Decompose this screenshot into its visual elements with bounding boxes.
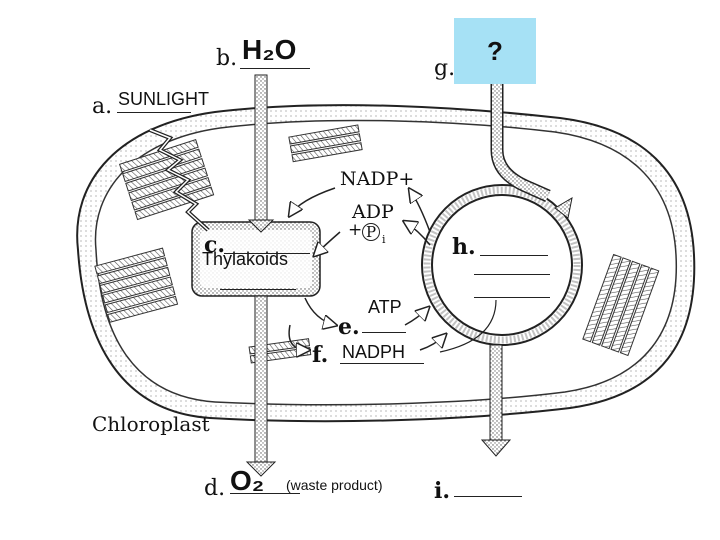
blank-line-c2 (220, 289, 296, 290)
label-b-letter: b. (216, 46, 238, 71)
label-f-value: NADPH (342, 342, 406, 362)
grana-stack-center-top (288, 124, 363, 163)
pi-plus-label: + (348, 220, 363, 240)
label-a-value: SUNLIGHT (118, 89, 210, 109)
oxygen-output-arrow (254, 295, 268, 467)
label-e-value: ATP (368, 297, 402, 317)
pi-subscript: i (382, 233, 386, 246)
label-h-letter: h. (452, 234, 476, 260)
water-input-arrow (254, 74, 268, 226)
blank-line-h1 (480, 255, 548, 256)
blank-line-h2 (474, 274, 550, 275)
grana-stack-left-top (118, 138, 215, 221)
label-e-letter: e. (338, 314, 360, 340)
label-d-note: (waste product) (286, 477, 383, 493)
atp-arrow (304, 297, 335, 325)
label-b-value: H₂O (242, 34, 297, 65)
adp-arrow (315, 231, 341, 255)
chloroplast-label: Chloroplast (92, 412, 210, 436)
label-i-letter: i. (434, 478, 451, 504)
sugar-output-arrow (489, 344, 503, 446)
blank-line-d (230, 493, 300, 494)
answer-box-g[interactable]: ? (454, 18, 536, 84)
blank-line-i (454, 496, 522, 497)
adp-label: ADP (352, 201, 394, 223)
grana-stack-right (582, 253, 660, 357)
blank-line-e (362, 332, 406, 333)
grana-stack-left-bottom (94, 247, 179, 323)
blank-line-f (340, 363, 424, 364)
nadph-arrow (288, 324, 308, 350)
blank-line-b (240, 68, 310, 69)
blank-line-a (117, 112, 191, 113)
blank-line-c (224, 253, 310, 254)
label-c-value: Thylakoids (202, 249, 289, 269)
pi-label: P (362, 223, 380, 241)
label-a-letter: a. (92, 94, 113, 119)
label-f-letter: f. (312, 342, 329, 368)
label-g-letter: g. (434, 56, 456, 81)
nadp-label: NADP+ (340, 168, 415, 190)
label-d-value: O₂ (230, 465, 265, 496)
nadp-arrow (290, 187, 336, 215)
blank-line-h3 (474, 297, 550, 298)
label-d-letter: d. (204, 476, 226, 501)
label-c-letter: c. (204, 232, 226, 258)
